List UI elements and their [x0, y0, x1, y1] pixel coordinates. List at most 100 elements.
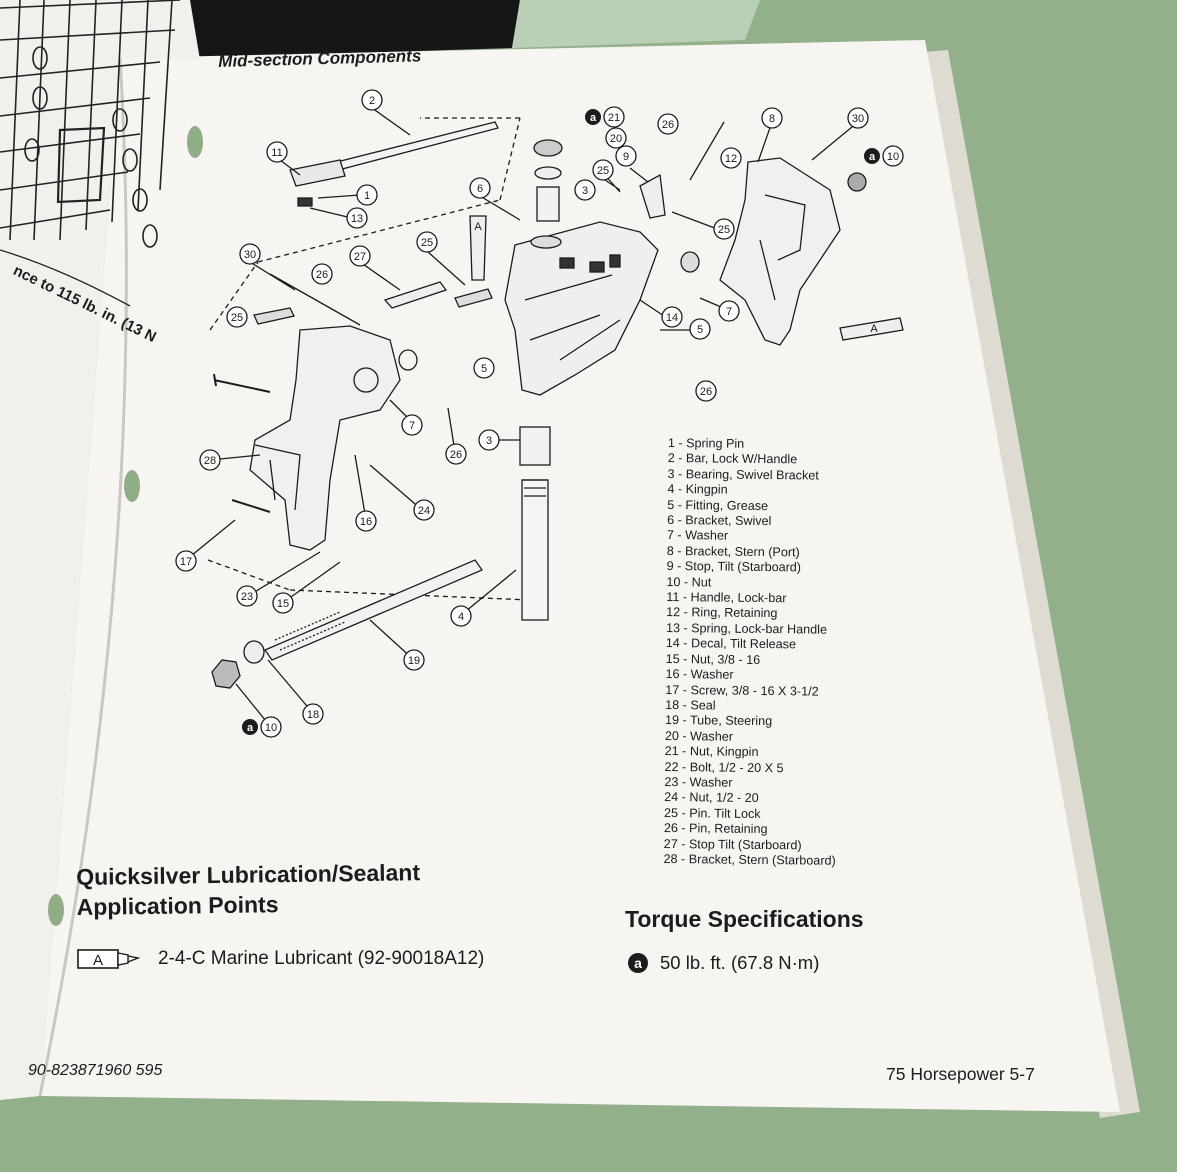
callout-circle	[469, 177, 491, 199]
footer-section-page: 75 Horsepower 5-7	[886, 1064, 1035, 1084]
legend-item: 11 - Handle, Lock-bar	[666, 590, 787, 606]
callout-circle	[346, 207, 368, 229]
callout-6: 6	[469, 177, 491, 199]
legend-item: 5 - Fitting, Grease	[667, 497, 769, 513]
callout-28: 28	[199, 449, 221, 471]
callout-circle	[260, 716, 282, 738]
legend-item: 18 - Seal	[665, 697, 716, 713]
callout-circle	[615, 145, 637, 167]
callout-10: 10a	[242, 716, 282, 738]
callout-circle	[361, 89, 383, 111]
callout-circle	[302, 703, 324, 725]
callout-circle	[661, 306, 683, 328]
lubricant-tube-icon: A	[77, 949, 141, 969]
callout-16: 16	[355, 510, 377, 532]
callout-label: 12	[725, 153, 737, 165]
callout-21: 21a	[585, 106, 625, 128]
legend-item: 25 - Pin. Tilt Lock	[663, 805, 761, 821]
legend-item: 8 - Bracket, Stern (Port)	[666, 543, 800, 560]
callout-14: 14	[661, 306, 683, 328]
legend-item: 3 - Bearing, Swivel Bracket	[667, 466, 819, 483]
callout-label: 21	[608, 112, 620, 124]
torque-badge-letter: a	[247, 722, 254, 734]
legend-item: 27 - Stop Tilt (Starboard)	[663, 836, 802, 852]
callout-circle	[605, 127, 627, 149]
legend-item: 24 - Nut, 1/2 - 20	[664, 790, 759, 806]
legend-item: 17 - Screw, 3/8 - 16 X 3-1/2	[665, 682, 819, 699]
callout-8: 8	[761, 107, 783, 129]
callout-circle	[226, 306, 248, 328]
callout-label: 16	[360, 516, 372, 528]
legend-item: 15 - Nut, 3/8 - 16	[665, 651, 761, 667]
lubrication-heading-line1: Quicksilver Lubrication/Sealant	[76, 859, 421, 890]
torque-badge-marker	[585, 109, 601, 125]
callout-23: 23	[236, 585, 258, 607]
callout-26: 26	[657, 113, 679, 135]
lubricant-symbol: A	[93, 952, 103, 969]
callout-11: 11	[266, 141, 288, 163]
dark-book-corner	[190, 0, 520, 58]
callout-5: 5	[689, 318, 711, 340]
callout-label: 2	[369, 95, 375, 107]
callout-label: 14	[666, 312, 678, 324]
callout-label: 5	[697, 324, 703, 336]
callout-circle	[239, 243, 261, 265]
legend-item: 22 - Bolt, 1/2 - 20 X 5	[664, 759, 784, 775]
callout-label: 10	[887, 151, 899, 163]
callout-label: 25	[597, 165, 609, 177]
callout-circle	[478, 429, 500, 451]
callout-10: 10a	[864, 145, 904, 167]
right-page	[40, 40, 1120, 1112]
lubrication-heading: Quicksilver Lubrication/Sealant Applicat…	[76, 857, 421, 922]
legend-item: 2 - Bar, Lock W/Handle	[667, 451, 798, 467]
footer-part-number: 90-823871960 595	[28, 1062, 163, 1079]
callout-label: 25	[231, 312, 243, 324]
callout-2: 2	[361, 89, 383, 111]
torque-badge-icon: a	[628, 953, 648, 973]
legend-item: 10 - Nut	[666, 574, 712, 590]
callout-20: 20	[605, 127, 627, 149]
legend-item: 16 - Washer	[665, 667, 734, 682]
callout-circle	[603, 106, 625, 128]
callout-label: 26	[450, 449, 462, 461]
page-stack-edge	[925, 50, 1140, 1118]
legend-item: 21 - Nut, Kingpin	[664, 744, 759, 760]
callout-label: 24	[418, 505, 430, 517]
callout-label: 8	[769, 113, 775, 125]
legend-item: 23 - Washer	[664, 774, 733, 790]
callout-26: 26	[695, 380, 717, 402]
callout-circle	[450, 605, 472, 627]
legend-item: 26 - Pin, Retaining	[663, 821, 768, 837]
torque-value: 50 lb. ft. (67.8 N·m)	[660, 952, 820, 973]
callout-25: 25	[713, 218, 735, 240]
callout-label: 3	[582, 185, 588, 197]
callout-circle	[720, 147, 742, 169]
callout-circle	[718, 300, 740, 322]
callout-label: 3	[486, 435, 492, 447]
book-gutter	[38, 57, 128, 1097]
callout-26: 26	[311, 263, 333, 285]
callout-9: 9	[615, 145, 637, 167]
callout-label: 7	[726, 306, 732, 318]
callout-13: 13	[346, 207, 368, 229]
callout-label: 28	[204, 455, 216, 467]
legend-item: 12 - Ring, Retaining	[666, 605, 778, 621]
legend-item: 9 - Stop, Tilt (Starboard)	[666, 559, 802, 575]
legend-item: 7 - Washer	[666, 528, 729, 544]
callout-circle	[356, 184, 378, 206]
callout-label: 15	[277, 598, 289, 610]
callout-15: 15	[272, 592, 294, 614]
callout-24: 24	[413, 499, 435, 521]
callout-circle	[713, 218, 735, 240]
legend-item: 19 - Tube, Steering	[664, 713, 773, 729]
callout-7: 7	[718, 300, 740, 322]
torque-badge-marker	[864, 148, 880, 164]
callout-circle	[403, 649, 425, 671]
callout-27: 27	[349, 245, 371, 267]
callout-circle	[473, 357, 495, 379]
callout-1: 1	[356, 184, 378, 206]
callout-label: 27	[354, 251, 366, 263]
